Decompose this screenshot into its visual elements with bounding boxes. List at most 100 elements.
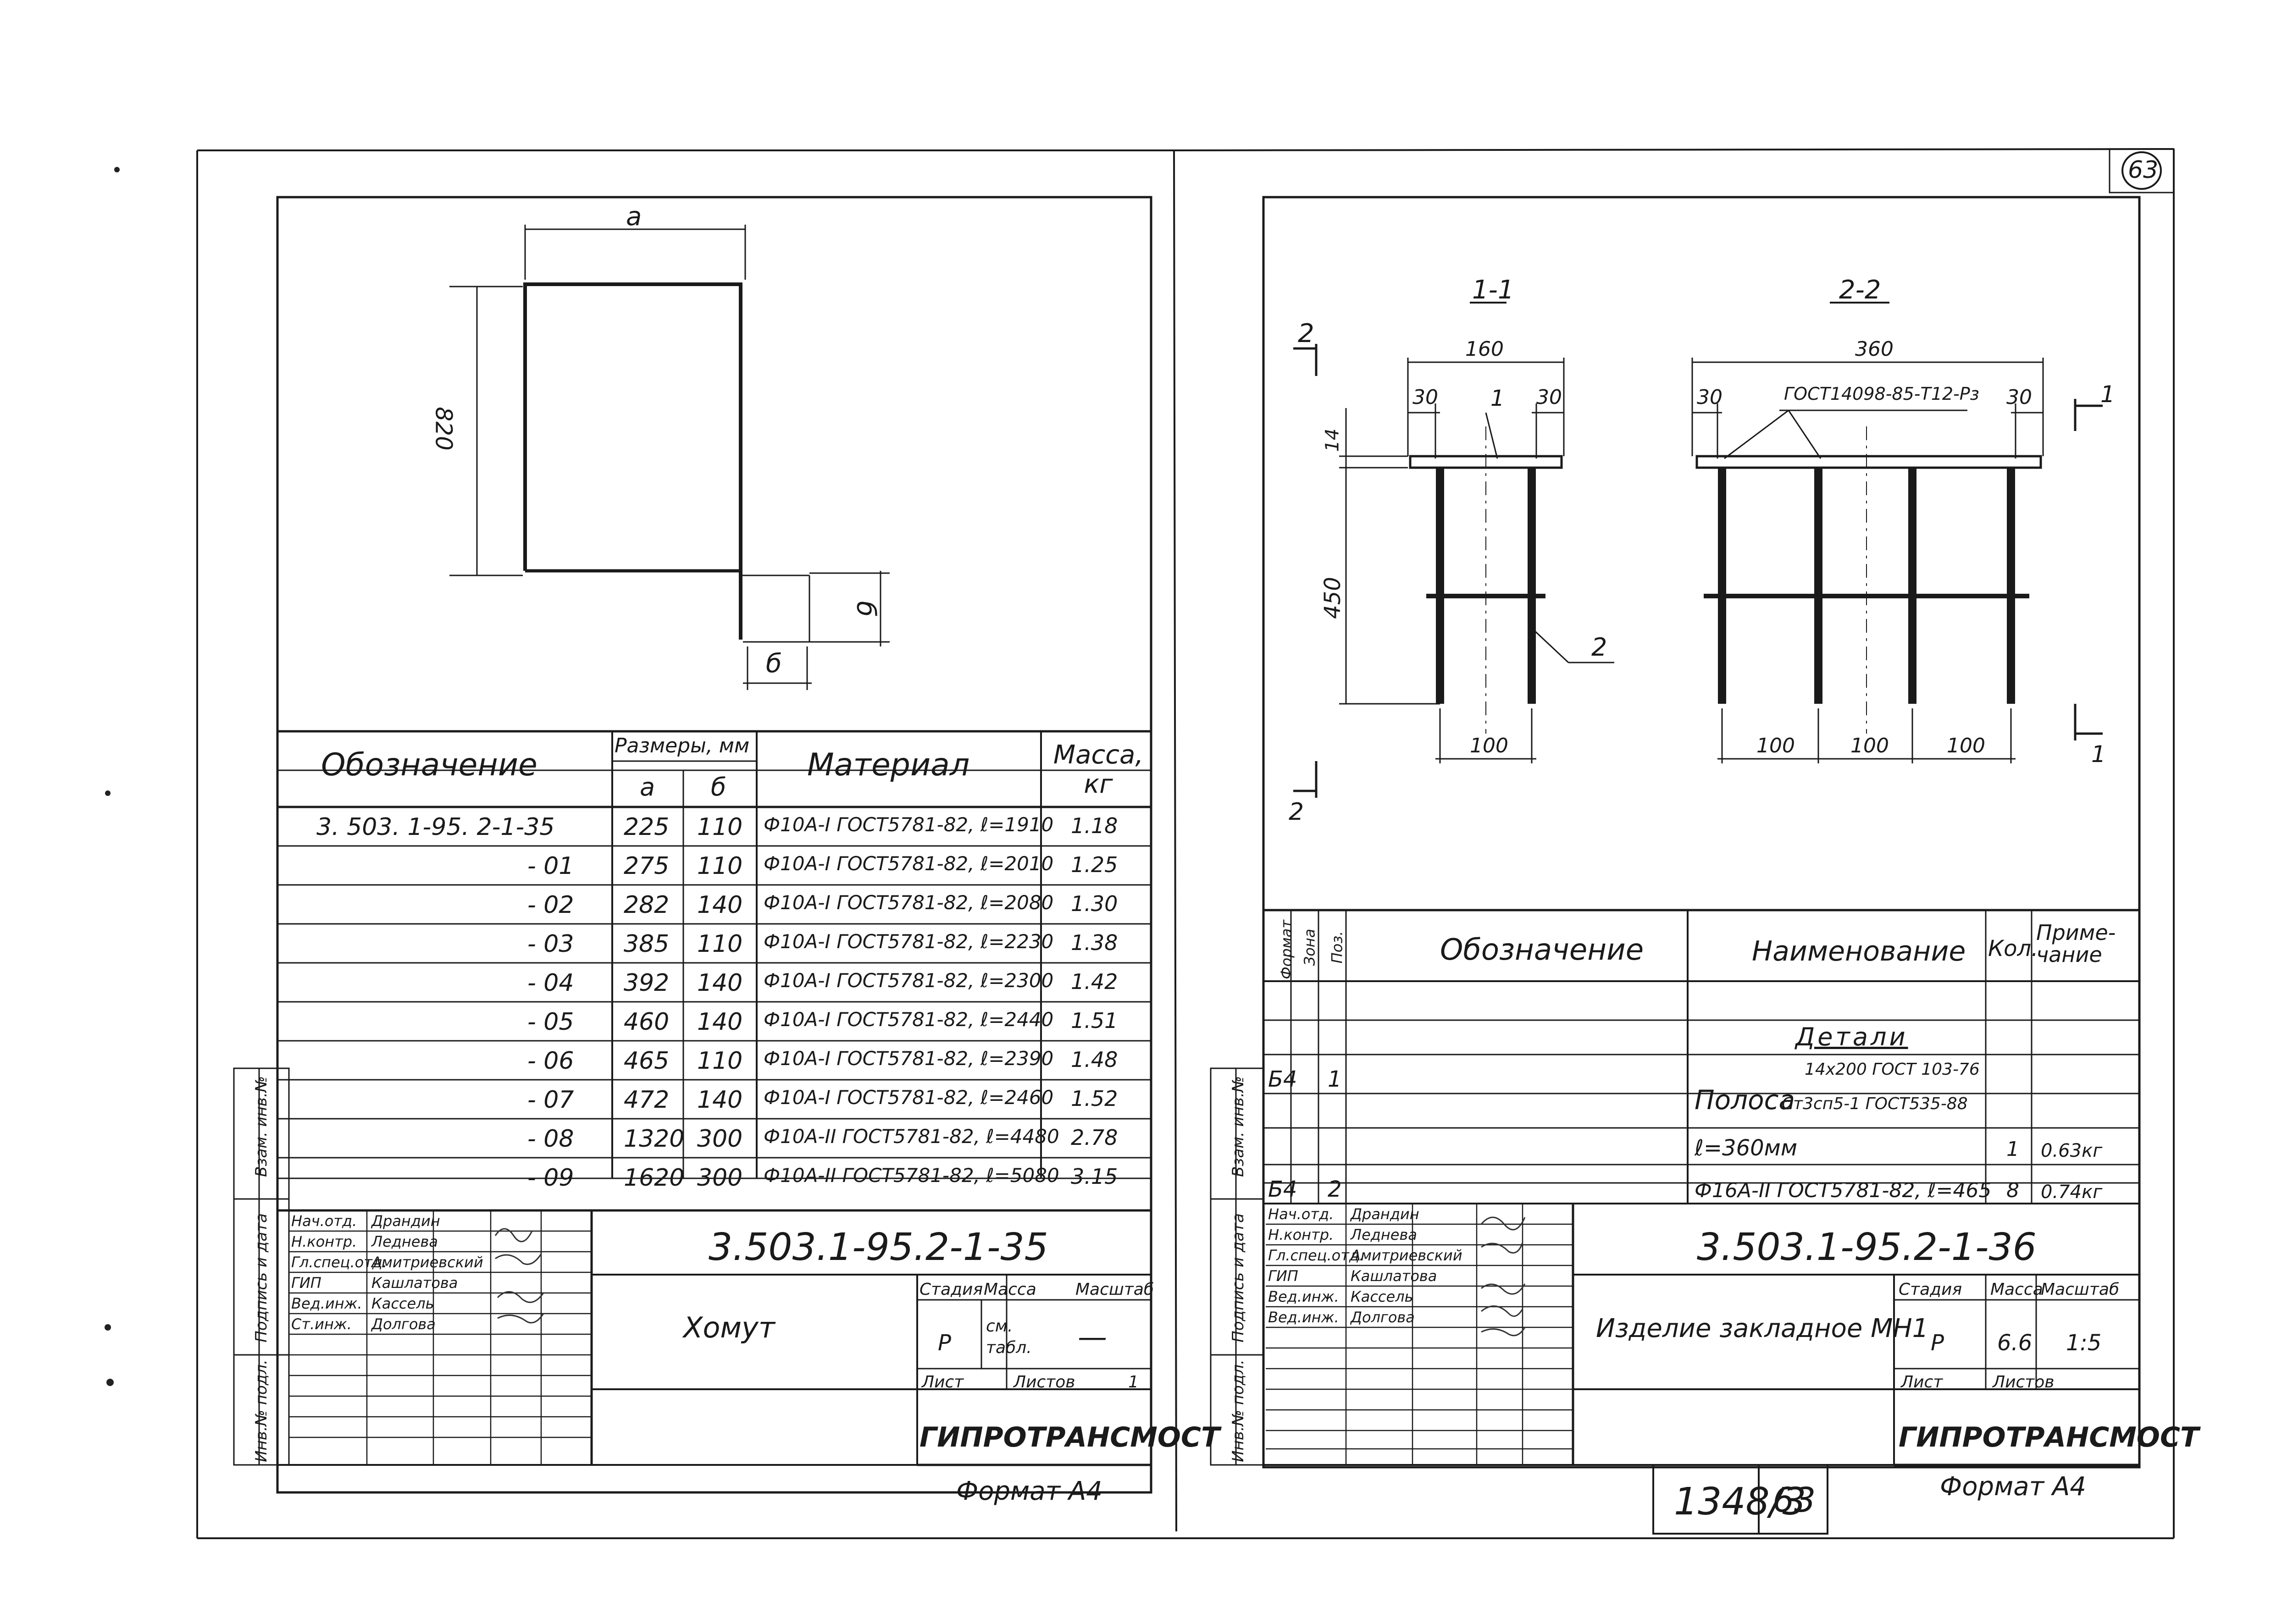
stamp-name: Кашлатова bbox=[1351, 1267, 1437, 1285]
right-stage-label: Стадия bbox=[1899, 1280, 1962, 1299]
row-mass: 1.38 bbox=[1071, 930, 1118, 955]
item1-name-prefix: Полоса bbox=[1695, 1084, 1795, 1116]
stamp-name: Кассель bbox=[1351, 1288, 1413, 1305]
left-mass-label: Масса bbox=[984, 1280, 1036, 1299]
right-side-label-2: Подпись и дата bbox=[1229, 1213, 1247, 1342]
stamp-name: Амитриевский bbox=[371, 1254, 483, 1271]
stamp-name: Леднева bbox=[371, 1233, 438, 1250]
row-designation: - 01 bbox=[527, 852, 574, 880]
left-mass: см. табл. bbox=[986, 1317, 1032, 1357]
row-mass: 1.42 bbox=[1071, 969, 1118, 994]
row-mass: 1.18 bbox=[1071, 813, 1118, 838]
row-size-a: 275 bbox=[624, 852, 670, 880]
right-sheets-label: Листов bbox=[1993, 1373, 2055, 1392]
row-material: Ф10А-I ГОСТ5781-82, ℓ=2440 bbox=[764, 1008, 1054, 1031]
item1-qty: 1 bbox=[2006, 1138, 2019, 1161]
dim-100-a: 100 bbox=[1470, 734, 1508, 757]
row-designation: - 05 bbox=[527, 1008, 574, 1036]
stamp-name: Амитриевский bbox=[1351, 1247, 1462, 1264]
spec-col-pos: Поз. bbox=[1328, 931, 1346, 964]
dim-100-c: 100 bbox=[1850, 734, 1889, 757]
item1-format: Б4 bbox=[1268, 1066, 1297, 1092]
left-sheets-count: 1 bbox=[1128, 1373, 1139, 1392]
cut-2-top: 2 bbox=[1298, 319, 1314, 348]
dim-100-b: 100 bbox=[1756, 734, 1795, 757]
left-side-label-2: Подпись и дата bbox=[252, 1213, 271, 1342]
item2-pos: 2 bbox=[1328, 1177, 1342, 1202]
item1-name-top: 14х200 ГОСТ 103-76 bbox=[1805, 1060, 1980, 1079]
item2-note: 0.74кг bbox=[2041, 1182, 2103, 1203]
pos-2-label: 2 bbox=[1591, 633, 1607, 662]
stamp-role: Н.контр. bbox=[291, 1233, 357, 1250]
row-size-b: 110 bbox=[697, 930, 743, 958]
spec-section-title: Детали bbox=[1795, 1022, 1908, 1051]
row-material: Ф10А-I ГОСТ5781-82, ℓ=2010 bbox=[764, 852, 1054, 875]
dim-30-b: 30 bbox=[1536, 386, 1562, 409]
col-a-header: а bbox=[640, 773, 655, 801]
col-designation-header: Обозначение bbox=[321, 747, 537, 783]
stamp-name: Драндин bbox=[1351, 1205, 1419, 1223]
cut-2-bottom: 2 bbox=[1289, 798, 1304, 826]
left-doc-code: 3.503.1-95.2-1-35 bbox=[709, 1226, 1048, 1269]
spec-col-name: Наименование bbox=[1752, 935, 1966, 967]
left-org: ГИПРОТРАНСМОСТ bbox=[919, 1421, 1220, 1453]
item1-name-bottom: Ст3сп5-1 ГОСТ535-88 bbox=[1782, 1094, 1968, 1113]
stamp-role: Нач.отд. bbox=[1268, 1205, 1334, 1223]
weld-note: ГОСТ14098-85-Т12-Рз bbox=[1784, 384, 1979, 404]
right-scale: 1:5 bbox=[2066, 1330, 2102, 1356]
row-size-b: 300 bbox=[697, 1125, 743, 1153]
row-material: Ф10А-I ГОСТ5781-82, ℓ=2230 bbox=[764, 930, 1054, 953]
stamp-name: Долгова bbox=[1351, 1309, 1415, 1326]
section-2-2-label: 2-2 bbox=[1839, 275, 1881, 305]
stamp-name: Кашлатова bbox=[371, 1274, 458, 1292]
item1-note: 0.63кг bbox=[2041, 1140, 2103, 1161]
dim-30-a: 30 bbox=[1412, 386, 1438, 409]
item2-qty: 8 bbox=[2006, 1179, 2019, 1202]
dim-820-label: 820 bbox=[430, 407, 457, 451]
row-mass: 1.25 bbox=[1071, 852, 1118, 877]
page-number-circle: 63 bbox=[2128, 156, 2159, 184]
album-page: 63 bbox=[1772, 1480, 1816, 1520]
row-size-a: 1620 bbox=[624, 1164, 685, 1192]
album-number: 1348/3 bbox=[1674, 1480, 1806, 1524]
spec-col-designation: Обозначение bbox=[1440, 933, 1644, 967]
row-material: Ф10А-I ГОСТ5781-82, ℓ=1910 bbox=[764, 813, 1054, 836]
left-sheet-label: Лист bbox=[922, 1373, 964, 1392]
row-designation: - 07 bbox=[527, 1086, 574, 1114]
left-side-label-3: Инв.№ подл. bbox=[252, 1359, 271, 1462]
row-size-b: 110 bbox=[697, 813, 743, 841]
left-scale: — bbox=[1078, 1320, 1107, 1354]
row-designation: 3. 503. 1-95. 2-1-35 bbox=[316, 813, 555, 841]
right-scale-label: Масштаб bbox=[2041, 1280, 2120, 1299]
row-material: Ф10А-I ГОСТ5781-82, ℓ=2300 bbox=[764, 969, 1054, 992]
row-size-a: 282 bbox=[624, 891, 670, 919]
right-doc-title: Изделие закладное МН1 bbox=[1596, 1314, 1929, 1343]
row-material: Ф10А-I ГОСТ5781-82, ℓ=2460 bbox=[764, 1086, 1054, 1109]
pos-1-label: 1 bbox=[1490, 386, 1505, 411]
row-mass: 1.52 bbox=[1071, 1086, 1118, 1111]
col-sizes-header: Размеры, мм bbox=[615, 734, 750, 757]
stamp-role: Гл.спец.отд. bbox=[291, 1254, 388, 1271]
row-size-a: 460 bbox=[624, 1008, 670, 1036]
right-doc-code: 3.503.1-95.2-1-36 bbox=[1697, 1226, 2037, 1269]
left-side-label-1: Взам. инв.№ bbox=[252, 1076, 271, 1177]
stamp-role: Нач.отд. bbox=[291, 1212, 357, 1230]
row-designation: - 03 bbox=[527, 930, 574, 958]
row-designation: - 08 bbox=[527, 1125, 574, 1153]
dim-14: 14 bbox=[1322, 428, 1343, 452]
row-size-b: 140 bbox=[697, 1008, 743, 1036]
stamp-name: Долгова bbox=[371, 1315, 436, 1333]
signature-scribble bbox=[494, 1228, 533, 1243]
right-side-label-1: Взам. инв.№ bbox=[1229, 1076, 1247, 1177]
spec-col-zone: Зона bbox=[1301, 928, 1318, 966]
item1-length: ℓ=360мм bbox=[1695, 1135, 1798, 1161]
row-size-b: 140 bbox=[697, 969, 743, 997]
stamp-name: Леднева bbox=[1351, 1226, 1417, 1243]
stamp-role: Вед.инж. bbox=[1268, 1288, 1339, 1305]
dim-b-vertical-label: б bbox=[851, 601, 881, 617]
stamp-role: Н.контр. bbox=[1268, 1226, 1334, 1243]
dim-30-c: 30 bbox=[1697, 386, 1723, 409]
dim-30-d: 30 bbox=[2006, 386, 2032, 409]
stamp-role: Вед.инж. bbox=[1268, 1309, 1339, 1326]
row-designation: - 09 bbox=[527, 1164, 574, 1192]
